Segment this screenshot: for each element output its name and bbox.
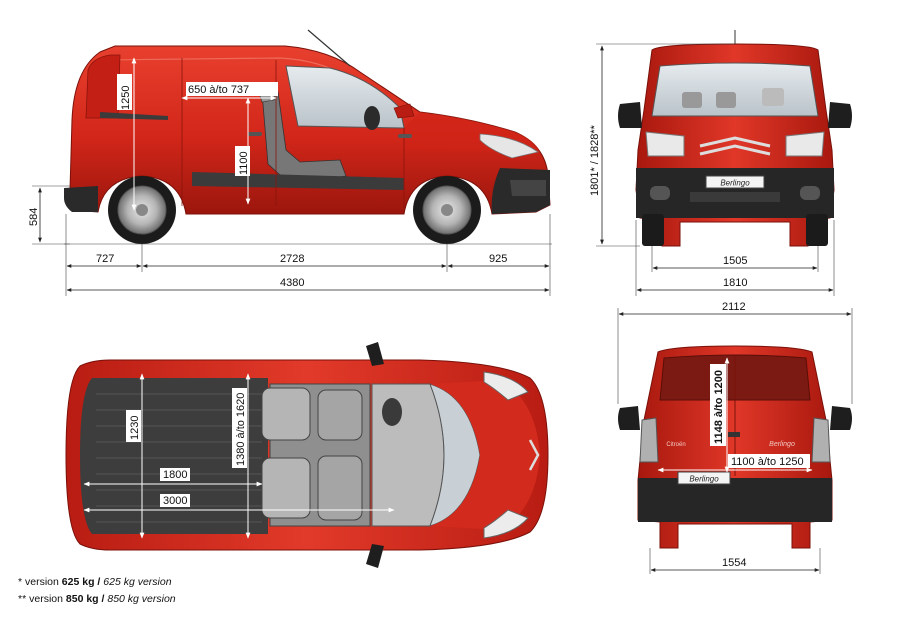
dim-650-737: 650 à/to 737: [188, 84, 249, 96]
side-window: [285, 65, 405, 129]
front-view: Berlingo 1801* / 1828** 1505 1810: [589, 30, 852, 296]
dim-1810: 1810: [723, 277, 747, 289]
dim-2112: 2112: [722, 301, 746, 313]
footnote-850-sep: /: [101, 593, 105, 605]
footnote-625-italic: 625 kg version: [103, 576, 172, 588]
dim-925: 925: [489, 253, 507, 265]
dim-1100-side: 1100: [238, 151, 250, 175]
dim-2728: 2728: [280, 253, 304, 265]
side-rear-wheel: [108, 176, 176, 244]
dim-1230: 1230: [129, 416, 141, 440]
side-front-wheel: [413, 176, 481, 244]
rear-plate-badge: Berlingo: [689, 475, 719, 484]
dim-1148-1200: 1148 à/to 1200: [713, 370, 725, 444]
dim-3000: 3000: [163, 495, 187, 507]
dim-1380-1620: 1380 à/to 1620: [235, 393, 247, 466]
footnote-850-prefix: version: [29, 593, 63, 605]
footnote-625-star: *: [18, 576, 23, 588]
dim-1100-1250: 1100 à/to 1250: [731, 456, 804, 468]
front-plate-badge: Berlingo: [720, 179, 750, 188]
footnote-625: * version 625 kg / 625 kg version: [18, 576, 172, 588]
rear-door-badge: Berlingo: [769, 441, 795, 448]
dim-1554: 1554: [722, 557, 746, 569]
footnote-625-bold: 625 kg: [61, 576, 95, 588]
rear-view: Berlingo Berlingo Citroën 1148 à/to 1200…: [617, 301, 853, 574]
footnote-625-sep: /: [97, 576, 101, 588]
dim-727: 727: [96, 253, 114, 265]
footnote-850-bold: 850 kg: [65, 593, 99, 605]
dim-1801-1828: 1801* / 1828**: [589, 124, 601, 196]
dim-1250: 1250: [120, 86, 132, 110]
footnote-625-prefix: version: [25, 576, 59, 588]
front-plate: [705, 175, 765, 189]
dim-584: 584: [28, 208, 40, 226]
footnote-850-star: **: [18, 593, 27, 605]
top-view: 1230 1380 à/to 1620 1800 3000: [65, 342, 549, 568]
dim-1505: 1505: [723, 255, 747, 267]
dim-4380: 4380: [280, 277, 304, 289]
side-view: 1250 650 à/to 737 1100 584 727 2728 925 …: [28, 29, 552, 296]
side-headlight: [479, 133, 539, 159]
rear-small-badge: Citroën: [666, 442, 685, 448]
front-windscreen: [651, 62, 819, 117]
footnote-850: ** version 850 kg / 850 kg version: [18, 593, 176, 605]
footnote-850-italic: 850 kg version: [107, 593, 176, 605]
dim-1800: 1800: [163, 469, 187, 481]
